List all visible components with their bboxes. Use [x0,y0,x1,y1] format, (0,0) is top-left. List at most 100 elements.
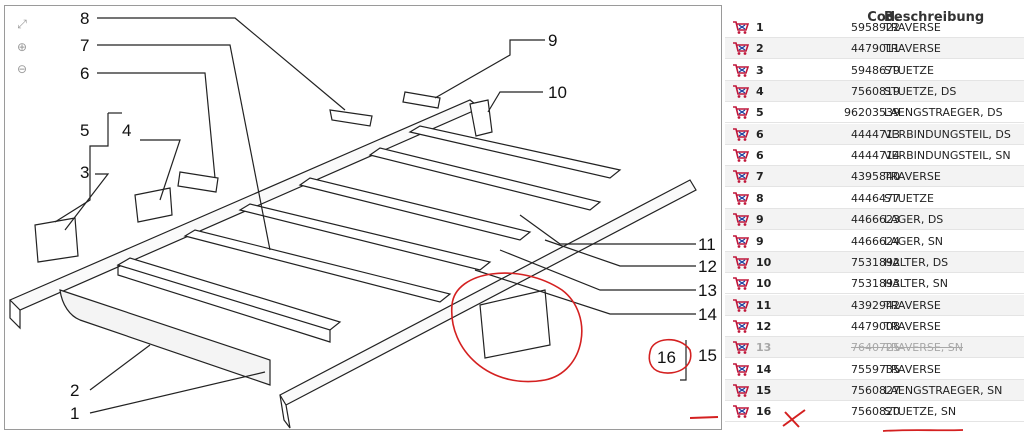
shopping-cart-icon[interactable] [732,276,749,291]
callout-5: 5 [80,121,89,140]
callout-1: 1 [70,404,79,423]
shopping-cart-icon[interactable] [732,105,749,120]
callout-11: 11 [698,235,716,254]
row-position: 2 [756,42,764,56]
row-position: 10 [756,277,772,291]
shopping-cart-icon[interactable] [732,191,749,206]
row-part-code: 96203539 [844,106,900,120]
row-position: 9 [756,234,764,248]
row-part-code: 4392942 [851,298,900,312]
callout-8: 8 [80,9,89,28]
row-part-code: 4444713 [851,127,900,141]
row-description: TRAVERSE [884,362,941,376]
shopping-cart-icon[interactable] [732,404,749,419]
row-position: 4 [756,85,764,99]
row-position: 3 [756,63,764,77]
row-part-code: 7560820 [851,405,900,419]
row-position: 13 [756,341,772,355]
row-part-code: 7640725 [851,341,900,355]
fullscreen-icon[interactable]: ⤢ [17,17,27,31]
row-position: 6 [756,149,764,163]
callout-15: 15 [698,346,717,365]
row-description: VERBINDUNGSTEIL, DS [884,127,1011,141]
shopping-cart-icon[interactable] [732,20,749,35]
row-part-code: 4479011 [851,42,900,56]
shopping-cart-icon[interactable] [732,41,749,56]
row-description: TRAVERSE, SN [884,341,963,355]
callout-6: 6 [80,64,89,83]
row-position: 5 [756,106,764,120]
shopping-cart-icon[interactable] [732,169,749,184]
row-part-code: 4446477 [851,191,900,205]
row-description: STUETZE, SN [884,405,957,419]
row-position: 1 [756,21,764,34]
row-description: TRAVERSE [884,21,941,34]
callout-2: 2 [70,381,79,400]
table-header: Cod. Beschreibung [725,0,1024,30]
shopping-cart-icon[interactable] [732,148,749,163]
shopping-cart-icon[interactable] [732,298,749,313]
row-pointer-mark [690,416,719,419]
row-part-code: 7531892 [851,255,900,269]
shopping-cart-icon[interactable] [732,319,749,334]
row-part-code: 7559735 [851,362,900,376]
row-description: STUETZE, DS [884,85,957,99]
zoom-in-icon[interactable]: ⊕ [16,40,28,54]
callout-13: 13 [698,281,717,300]
row-position: 6 [756,127,764,141]
shopping-cart-icon[interactable] [732,255,749,270]
row-part-code: 4466624 [851,234,900,248]
callout-3: 3 [80,163,89,182]
chassis-exploded-drawing: 8 7 6 5 4 3 2 1 9 10 11 12 13 14 16 15 [8,9,717,429]
shopping-cart-icon[interactable] [732,383,749,398]
row-position: 7 [756,170,764,184]
shopping-cart-icon[interactable] [732,84,749,99]
red-annotation-marks [451,272,692,383]
zoom-out-icon[interactable]: ⊖ [16,62,28,76]
row-description: HALTER, DS [884,255,949,269]
shopping-cart-icon[interactable] [732,127,749,142]
row-description: TRAVERSE [884,42,941,56]
row-description: VERBINDUNGSTEIL, SN [884,149,1011,163]
row-description: LAENGSTRAEGER, DS [884,106,1003,120]
row-description: LAGER, DS [884,213,944,227]
shopping-cart-icon[interactable] [732,63,749,78]
callout-7: 7 [80,36,89,55]
shopping-cart-icon[interactable] [732,212,749,227]
row-description: LAENGSTRAEGER, SN [884,383,1003,397]
callout-14: 14 [698,305,717,324]
callout-10: 10 [548,83,567,102]
row-part-code: 4444714 [851,149,900,163]
shopping-cart-icon[interactable] [732,234,749,249]
callout-4: 4 [122,121,131,140]
row-part-code: 7560827 [851,383,900,397]
row-part-code: 5948679 [851,63,900,77]
row-description: STUETZE [884,63,934,77]
shopping-cart-icon[interactable] [732,340,749,355]
column-header-description: Beschreibung [884,10,985,25]
row-position: 15 [756,383,772,397]
callout-12: 12 [698,257,717,276]
row-description: LAGER, SN [884,234,944,248]
shopping-cart-icon[interactable] [732,362,749,377]
